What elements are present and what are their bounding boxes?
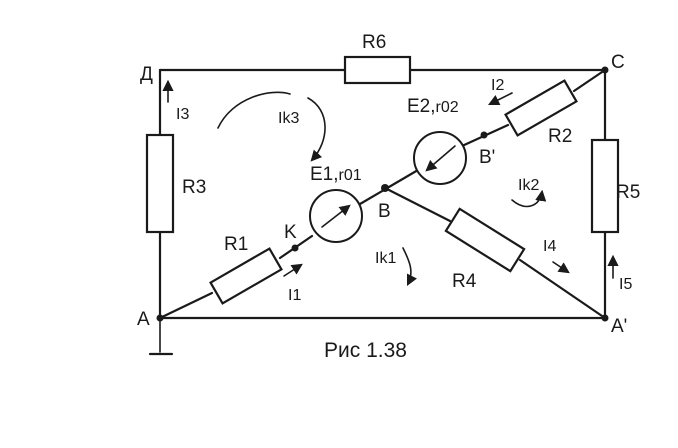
source-e1-arrow: [321, 204, 351, 228]
label-e1-r01: r01: [339, 167, 362, 184]
node-k-dot: [291, 244, 299, 252]
loop-ik3-arc-2: [307, 97, 326, 162]
label-ik2: Ik2: [518, 177, 539, 194]
labels: R6 R3 R5 R1 R2 R4 Д C A A' B B' K E1,r01…: [137, 32, 640, 362]
label-node-b: B: [378, 201, 391, 222]
label-e1: E1,r01: [310, 164, 362, 185]
current-i1-arrow: [283, 263, 303, 277]
loop-current-arcs: [217, 91, 547, 287]
resistor-r5: [590, 138, 620, 234]
label-r4: R4: [452, 271, 477, 292]
label-node-c: C: [611, 52, 625, 73]
resistor-r6: [343, 55, 412, 85]
label-e2-r02: r02: [436, 99, 459, 116]
wire-r4-aprime: [518, 258, 607, 320]
wire-e1-e2: [358, 168, 420, 206]
label-r3: R3: [182, 177, 206, 198]
resistor-r1: [209, 247, 283, 305]
node-bprime-dot: [480, 131, 488, 139]
label-i2: I2: [491, 77, 504, 94]
label-r1: R1: [224, 234, 248, 255]
label-e2: E2,r02: [407, 96, 459, 117]
label-node-bprime: B': [479, 147, 495, 168]
source-e2-arrow: [425, 145, 456, 172]
label-ik1: Ik1: [375, 250, 396, 267]
node-b-dot: [381, 184, 389, 192]
loop-ik3-arc: [217, 91, 291, 129]
label-i3: I3: [176, 106, 189, 123]
wire-b-r4: [383, 186, 452, 223]
source-e1: [309, 189, 363, 243]
label-r2: R2: [548, 126, 572, 147]
resistor-r3: [145, 133, 175, 234]
resistor-r4: [444, 207, 526, 273]
label-node-aprime: A': [611, 316, 627, 337]
label-r5: R5: [616, 182, 640, 203]
label-i1: I1: [288, 287, 301, 304]
figure-caption: Рис 1.38: [324, 339, 407, 362]
label-i5: I5: [619, 276, 632, 293]
label-node-a: A: [137, 309, 150, 330]
label-i4: I4: [543, 238, 556, 255]
wire-a-r1: [158, 291, 214, 320]
current-i4-arrow: [552, 261, 570, 274]
label-e2-emf: E2,: [407, 96, 436, 117]
label-r6: R6: [362, 32, 386, 53]
resistors: [145, 55, 620, 305]
loop-ik2-arc: [511, 189, 547, 208]
resistor-r2: [504, 79, 578, 137]
label-node-d: Д: [140, 64, 153, 85]
current-i2-arrow: [487, 92, 513, 106]
junctions: [156, 66, 609, 322]
wire-r2-c: [572, 68, 607, 93]
node-a-dot: [156, 314, 164, 322]
node-c-dot: [601, 66, 609, 74]
label-node-k: K: [284, 222, 297, 243]
source-e2: [413, 131, 467, 185]
current-arrows: [162, 79, 619, 279]
label-e1-emf: E1,: [310, 164, 339, 185]
loop-ik1-arc: [402, 247, 418, 287]
node-aprime-dot: [601, 314, 609, 322]
label-ik3: Ik3: [278, 110, 299, 127]
